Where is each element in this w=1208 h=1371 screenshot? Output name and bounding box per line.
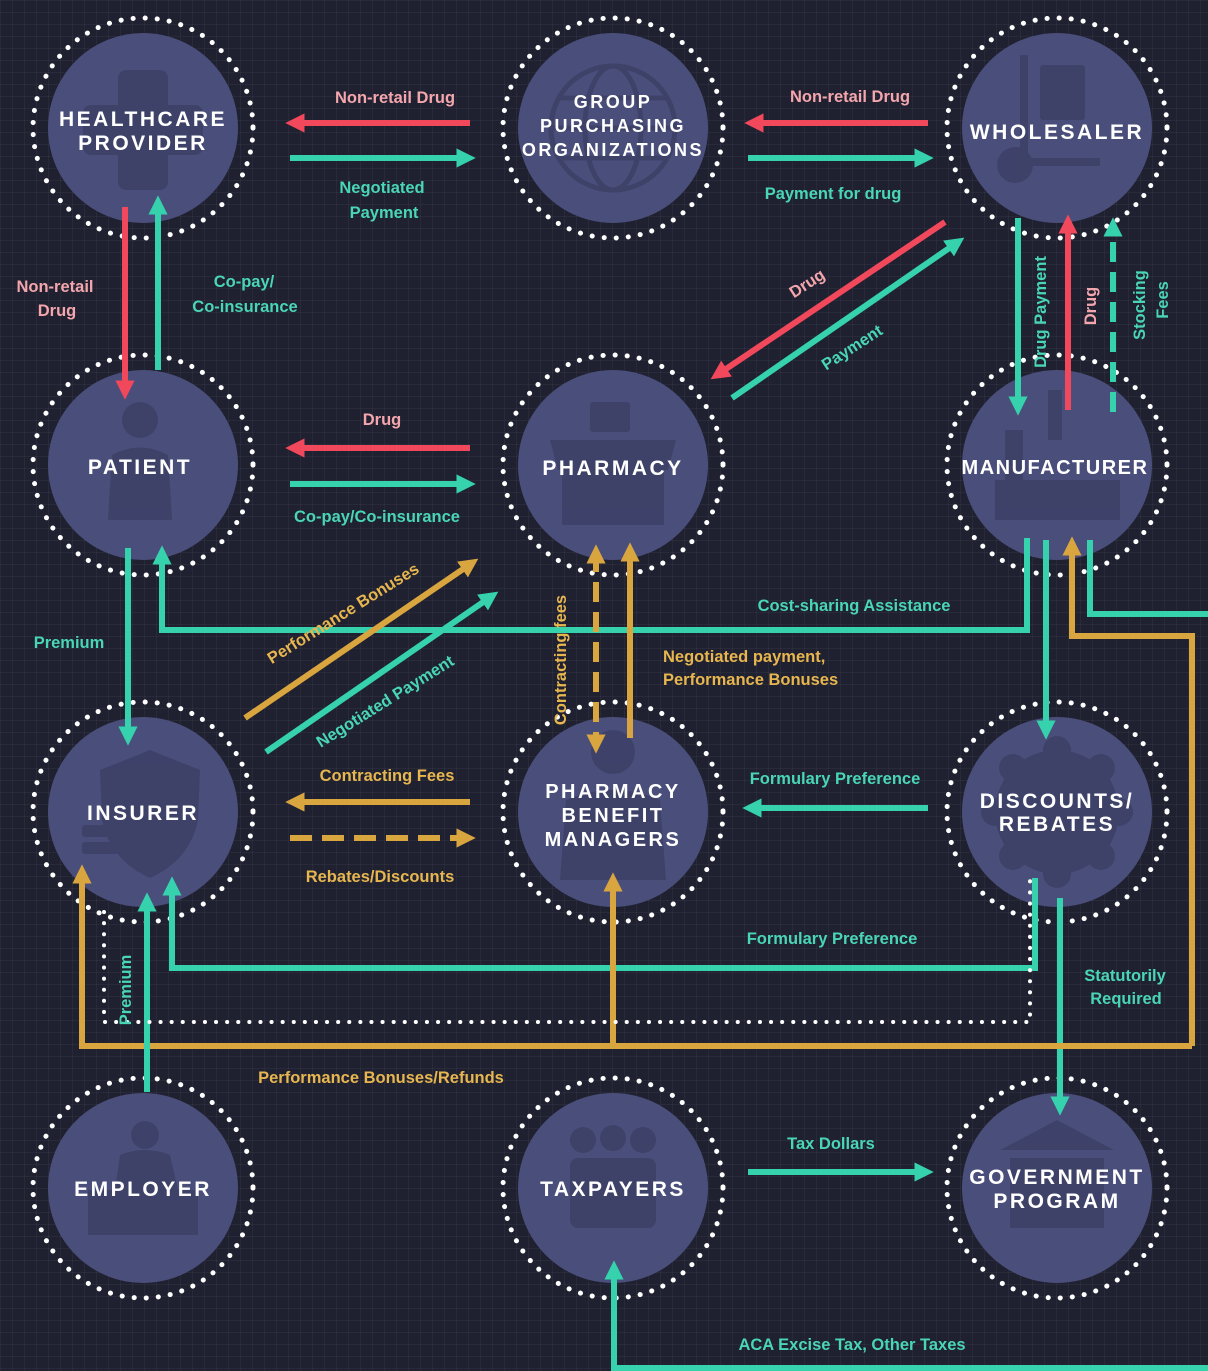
arrow-pbm-to-mfr-refunds-loop bbox=[1062, 536, 1195, 1046]
storefront-icon bbox=[550, 402, 676, 525]
label-hp-gpo-drug: Non-retail Drug bbox=[335, 89, 455, 107]
label-patient-insurer-premium: Premium bbox=[34, 634, 105, 652]
node-label-line: PHARMACY bbox=[545, 781, 681, 803]
label-stocking-fees-2: Fees bbox=[1154, 281, 1172, 319]
businessman-icon bbox=[88, 1121, 198, 1235]
group-icon bbox=[570, 1125, 656, 1228]
patient-icon bbox=[108, 402, 172, 520]
label-negotiated-perf-2: Performance Bonuses bbox=[663, 671, 838, 689]
label-contracting-fees-vertical: Contracting fees bbox=[552, 595, 570, 725]
medical-cross-icon bbox=[83, 70, 203, 190]
arrow-discounts-to-insurer-formulary bbox=[162, 876, 1038, 971]
label-formulary-pref-pbm: Formulary Preference bbox=[750, 770, 921, 788]
node-label-line: INSURER bbox=[87, 802, 199, 825]
percent-badge-icon bbox=[981, 736, 1133, 888]
label-negotiated-perf-1: Negotiated payment, bbox=[663, 648, 825, 666]
label-employer-premium: Premium bbox=[117, 955, 135, 1026]
node-label-line: PROVIDER bbox=[78, 132, 208, 155]
label-cost-sharing: Cost-sharing Assistance bbox=[758, 597, 951, 615]
arrow-insurer-to-pharmacy-bonuses bbox=[243, 558, 479, 721]
node-label-line: PURCHASING bbox=[540, 116, 686, 136]
node-manufacturer: MANUFACTURER bbox=[944, 352, 1170, 578]
label-performance-refunds: Performance Bonuses/Refunds bbox=[258, 1069, 504, 1087]
label-aca-tax: ACA Excise Tax, Other Taxes bbox=[738, 1336, 965, 1354]
label-hp-gpo-payment-1: Negotiated bbox=[339, 179, 424, 197]
node-label-line: PHARMACY bbox=[542, 457, 683, 480]
label-patient-pharmacy-drug: Drug bbox=[363, 411, 402, 429]
label-contracting-fees: Contracting Fees bbox=[320, 767, 455, 785]
label-mfr-wh-drug: Drug bbox=[1082, 287, 1100, 326]
label-statutorily-2: Required bbox=[1090, 990, 1162, 1008]
dotted-line-insurer-to-discounts bbox=[102, 878, 1032, 1024]
label-patient-pharmacy-copay: Co-pay/Co-insurance bbox=[294, 508, 460, 526]
node-patient: PATIENT bbox=[30, 352, 256, 578]
label-hp-patient-copay-2: Co-insurance bbox=[192, 298, 297, 316]
node-label-line: MANAGERS bbox=[545, 829, 682, 851]
node-label-line: PROGRAM bbox=[993, 1190, 1120, 1213]
node-pharmacy: PHARMACY bbox=[500, 352, 726, 578]
arrow-aca-tax-to-taxpayers bbox=[604, 1260, 1208, 1371]
node-label-line: WHOLESALER bbox=[970, 121, 1144, 144]
building-icon bbox=[1000, 1120, 1114, 1228]
hand-truck-icon bbox=[997, 55, 1100, 183]
node-label-line: EMPLOYER bbox=[74, 1178, 212, 1201]
node-label-line: DISCOUNTS/ bbox=[980, 790, 1135, 813]
node-pbm: PHARMACY BENEFIT MANAGERS bbox=[500, 699, 726, 925]
node-taxpayers: TAXPAYERS bbox=[500, 1075, 726, 1301]
label-rebates-discounts: Rebates/Discounts bbox=[306, 868, 455, 886]
node-label-line: ORGANIZATIONS bbox=[522, 140, 704, 160]
label-gpo-wh-drug: Non-retail Drug bbox=[790, 88, 910, 106]
node-label-line: GROUP bbox=[574, 92, 653, 112]
globe-icon bbox=[548, 63, 678, 193]
node-label-line: REBATES bbox=[999, 813, 1115, 836]
shield-dollar-icon bbox=[82, 750, 200, 878]
node-label-line: HEALTHCARE bbox=[59, 108, 227, 131]
label-stocking-fees-1: Stocking bbox=[1131, 270, 1149, 340]
line-mfr-to-edge bbox=[1087, 540, 1208, 617]
node-insurer: INSURER bbox=[30, 699, 256, 925]
arrow-wh-to-pharmacy-drug bbox=[710, 219, 947, 380]
label-hp-patient-drug-2: Drug bbox=[38, 302, 77, 320]
node-label-line: GOVERNMENT bbox=[969, 1166, 1145, 1189]
node-label-line: TAXPAYERS bbox=[540, 1178, 686, 1201]
factory-icon bbox=[995, 390, 1120, 520]
label-hp-patient-drug-1: Non-retail bbox=[16, 278, 93, 296]
node-healthcare-provider: HEALTHCARE PROVIDER bbox=[30, 15, 256, 241]
node-gpo: GROUP PURCHASING ORGANIZATIONS bbox=[500, 15, 726, 241]
label-tax-dollars: Tax Dollars bbox=[787, 1135, 875, 1153]
node-government-program: GOVERNMENT PROGRAM bbox=[944, 1075, 1170, 1301]
node-label-line: PATIENT bbox=[88, 456, 192, 479]
node-discounts-rebates: DISCOUNTS/ REBATES bbox=[944, 699, 1170, 925]
node-label-line: MANUFACTURER bbox=[962, 457, 1149, 479]
node-label-line: BENEFIT bbox=[561, 805, 664, 827]
label-hp-patient-copay-1: Co-pay/ bbox=[214, 273, 275, 291]
label-gpo-wh-payment: Payment for drug bbox=[765, 185, 902, 203]
arrow-insurer-to-pharmacy-payment bbox=[264, 591, 499, 755]
node-wholesaler: WHOLESALER bbox=[944, 15, 1170, 241]
arrow-refunds-bus-to-insurer bbox=[72, 864, 1192, 1049]
label-statutorily-1: Statutorily bbox=[1084, 967, 1166, 985]
label-wh-pharmacy-drug: Drug bbox=[786, 266, 828, 302]
person-icon bbox=[560, 730, 666, 880]
node-employer: EMPLOYER bbox=[30, 1075, 256, 1301]
dotted-guides bbox=[102, 878, 1032, 1024]
label-hp-gpo-payment-2: Payment bbox=[350, 204, 419, 222]
label-formulary-pref-insurer: Formulary Preference bbox=[747, 930, 918, 948]
label-wh-mfr-payment: Drug Payment bbox=[1032, 256, 1050, 368]
arrow-pharmacy-to-wh-payment bbox=[730, 237, 965, 401]
